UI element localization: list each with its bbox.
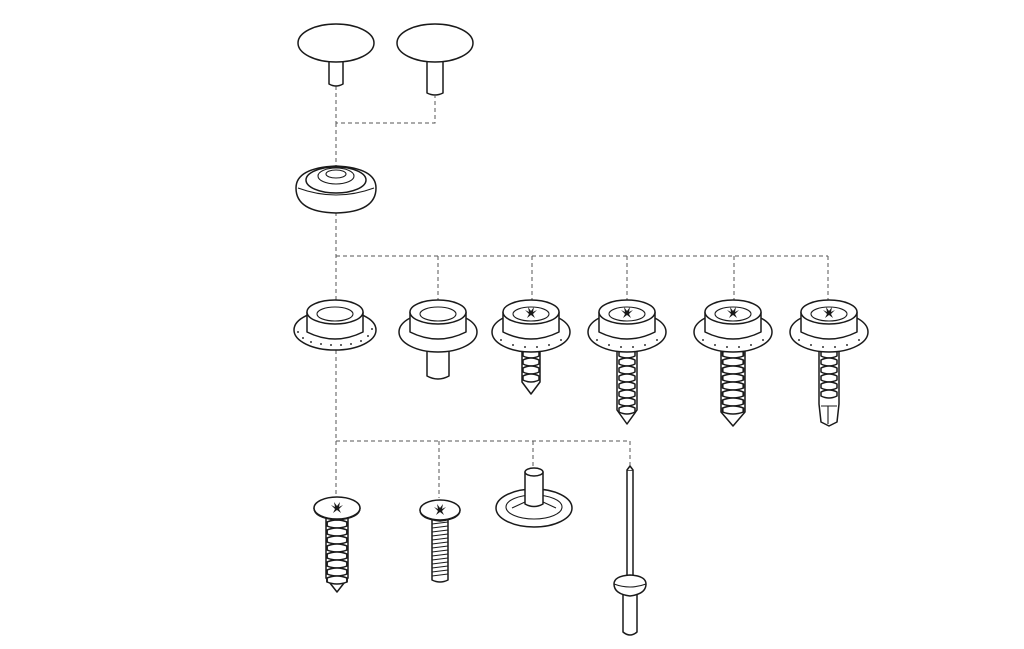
stud-screw-medium: [587, 299, 667, 425]
stud-post: [398, 299, 478, 380]
wood-screw: [313, 496, 361, 593]
stud-eyelet: [293, 299, 377, 351]
stud-screw-long: [693, 299, 773, 427]
stud-self-drilling: [789, 299, 869, 427]
connector-lines: [335, 86, 829, 500]
stud-screw-short: [491, 299, 571, 395]
socket: [295, 165, 377, 214]
rivet-post: [495, 467, 573, 528]
cap-b: [396, 23, 474, 96]
machine-screw: [419, 499, 461, 583]
blind-rivet: [613, 465, 647, 636]
cap-a: [297, 23, 375, 87]
